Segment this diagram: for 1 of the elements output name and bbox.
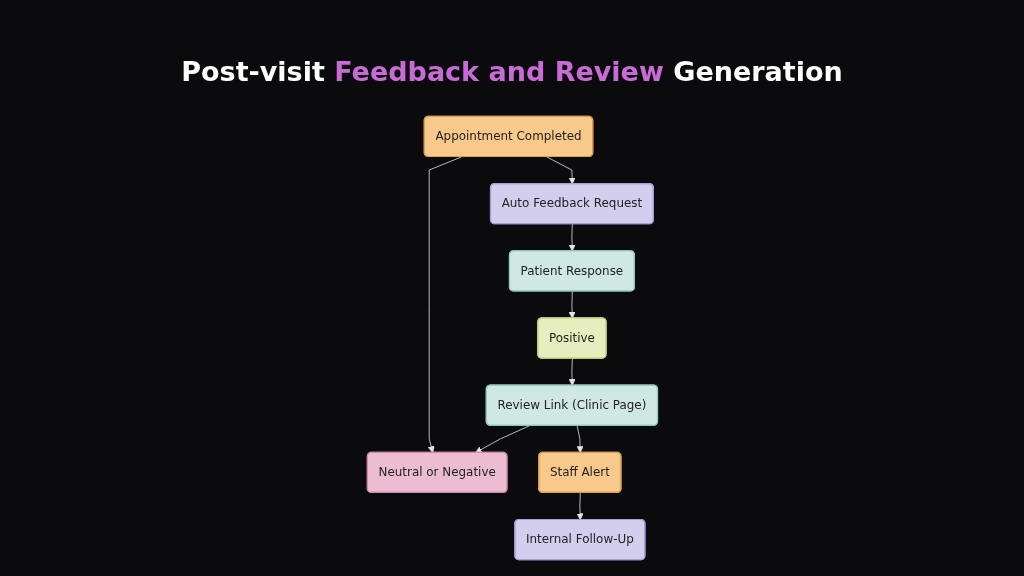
title: Post-visit Feedback and Review Generation: [181, 56, 843, 87]
